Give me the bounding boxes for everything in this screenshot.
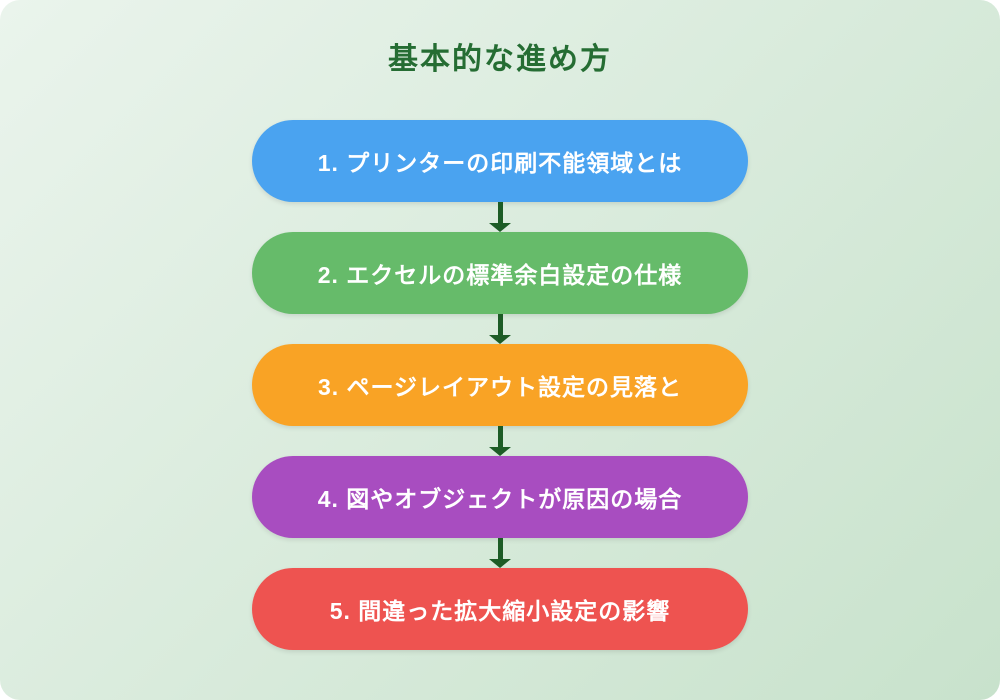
step-label: 3. ページレイアウト設定の見落と: [317, 374, 683, 400]
down-arrow-icon: [489, 538, 511, 568]
flow-step: 4. 図やオブジェクトが原因の場合: [252, 456, 748, 568]
flow-step: 2. エクセルの標準余白設定の仕様: [252, 232, 748, 344]
step-label: 5. 間違った拡大縮小設定の影響: [329, 598, 671, 624]
step-label: 4. 図やオブジェクトが原因の場合: [317, 486, 683, 512]
step-pill: 3. ページレイアウト設定の見落と: [252, 344, 748, 426]
step-label: 2. エクセルの標準余白設定の仕様: [317, 262, 683, 288]
page-title: 基本的な進め方: [388, 43, 612, 76]
step-pill: 4. 図やオブジェクトが原因の場合: [252, 456, 748, 538]
flow-step: 5. 間違った拡大縮小設定の影響: [252, 568, 748, 650]
flow-step: 3. ページレイアウト設定の見落と: [252, 344, 748, 456]
arrow-line: [497, 426, 503, 447]
down-arrow-icon: [489, 202, 511, 232]
arrow-line: [497, 314, 503, 335]
step-label: 1. プリンターの印刷不能領域とは: [317, 150, 683, 176]
step-pill: 2. エクセルの標準余白設定の仕様: [252, 232, 748, 314]
down-arrow-icon: [489, 426, 511, 456]
step-pill: 5. 間違った拡大縮小設定の影響: [252, 568, 748, 650]
arrow-head: [489, 447, 511, 456]
flow-step: 1. プリンターの印刷不能領域とは: [252, 120, 748, 232]
arrow-head: [489, 335, 511, 344]
step-pill: 1. プリンターの印刷不能領域とは: [252, 120, 748, 202]
down-arrow-icon: [489, 314, 511, 344]
flow-steps: 1. プリンターの印刷不能領域とは 2. エクセルの標準余白設定の仕様 3. ペ…: [0, 120, 1000, 650]
arrow-line: [497, 538, 503, 559]
arrow-head: [489, 223, 511, 232]
arrow-line: [497, 202, 503, 223]
arrow-head: [489, 559, 511, 568]
